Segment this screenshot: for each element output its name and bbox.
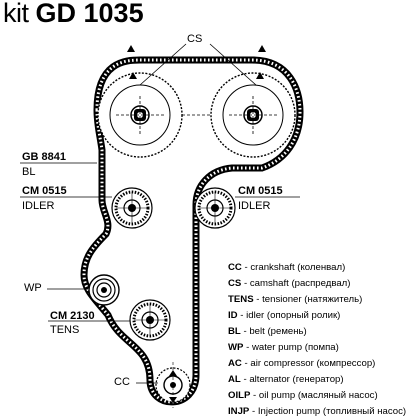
legend-item: TENS - tensioner (натяжитель) xyxy=(228,294,363,305)
idler-pulley-left xyxy=(111,187,153,229)
kit-prefix: kit xyxy=(3,0,29,28)
label-leader-lines xyxy=(20,162,300,384)
kit-title: kit GD 1035 xyxy=(3,0,144,29)
cc-label: CC xyxy=(114,376,130,388)
legend-item: BL - belt (ремень) xyxy=(228,326,307,337)
legend-item: AL - alternator (генератор) xyxy=(228,374,344,385)
idler-right-type-label: IDLER xyxy=(238,200,271,212)
legend-item: CC - crankshaft (коленвал) xyxy=(228,262,346,273)
legend-item: AC - air compressor (компрессор) xyxy=(228,358,376,369)
idler-left-code-label: CM 0515 xyxy=(22,185,67,197)
crankshaft-pulley xyxy=(155,362,191,408)
timing-marks xyxy=(127,45,266,79)
timing-belt xyxy=(80,56,304,406)
legend-item: ID - idler (опорный ролик) xyxy=(228,310,341,321)
tens-code-label: CM 2130 xyxy=(50,310,95,322)
legend-item: CS - camshaft (распредвал) xyxy=(228,278,351,289)
tens-type-label: TENS xyxy=(50,324,80,336)
camshaft-pulley-right xyxy=(210,72,296,158)
belt-type-label: BL xyxy=(22,166,36,178)
idler-right-code-label: CM 0515 xyxy=(238,185,283,197)
cs-label: CS xyxy=(187,33,203,45)
cs-leader-lines xyxy=(139,43,257,86)
water-pump-pulley xyxy=(88,274,120,306)
legend-item: INJP - Injection pump (топливный насос) xyxy=(228,406,407,417)
tensioner-pulley xyxy=(129,299,171,341)
wp-label: WP xyxy=(24,282,42,294)
legend-item: WP - water pump (помпа) xyxy=(228,342,339,353)
legend-item: OILP - oil pump (масляный насос) xyxy=(228,390,378,401)
idler-pulley-right xyxy=(194,187,236,229)
camshaft-pulley-left xyxy=(97,72,183,158)
kit-code: GD 1035 xyxy=(35,0,144,28)
belt-code-label: GB 8841 xyxy=(22,151,67,163)
idler-left-type-label: IDLER xyxy=(22,200,55,212)
